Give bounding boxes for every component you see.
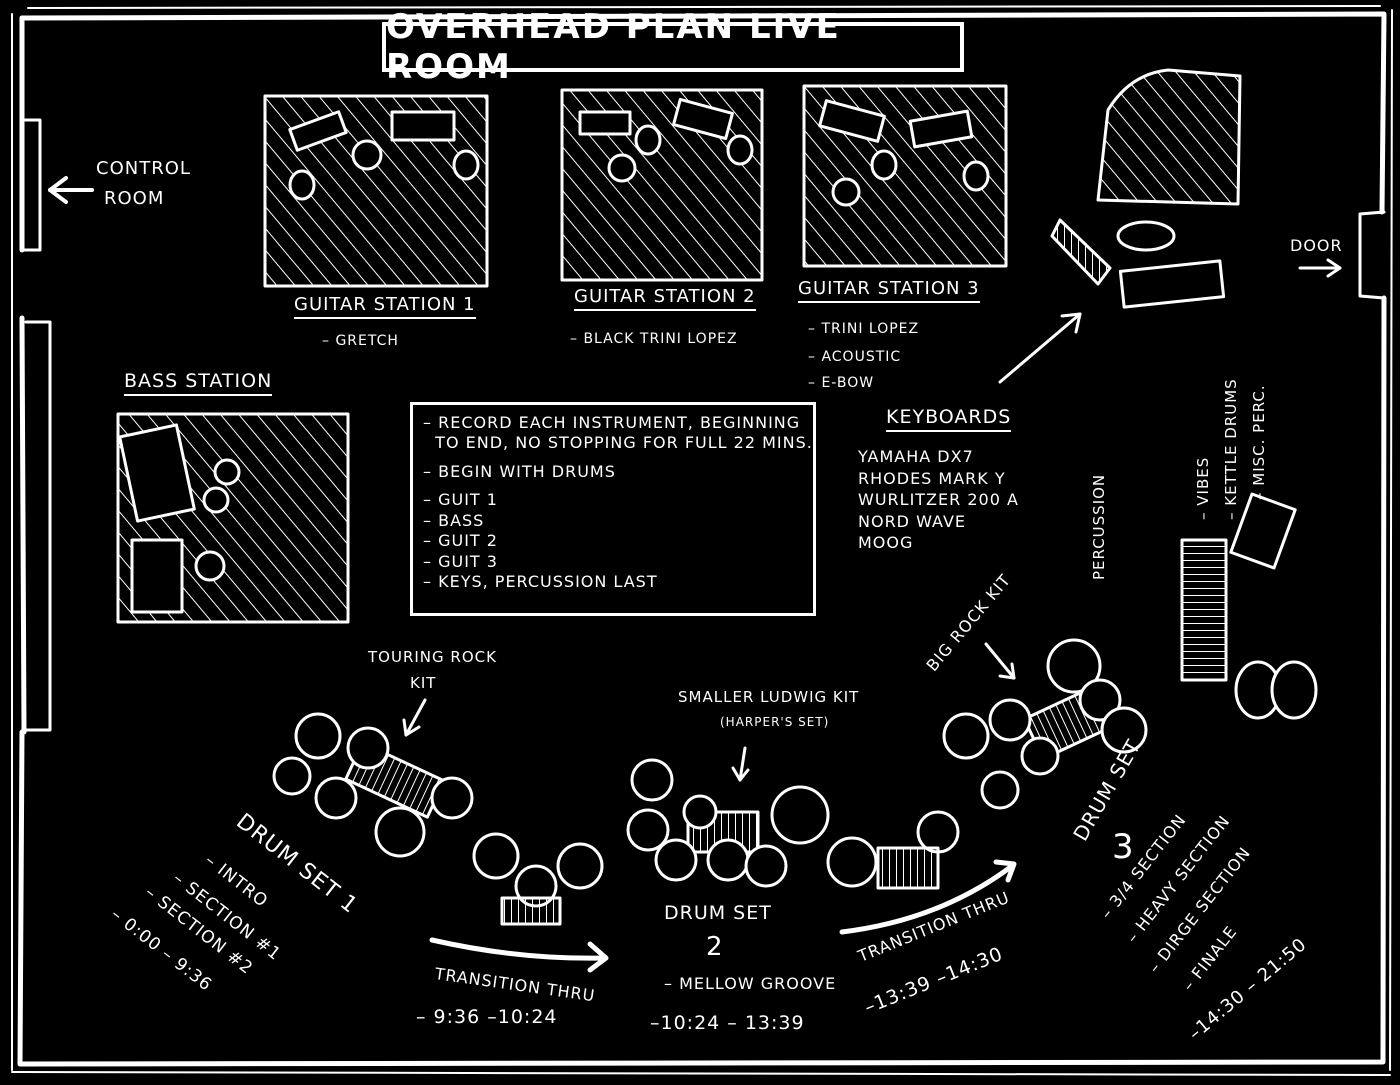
note-line: – RECORD EACH INSTRUMENT, BEGINNING — [423, 413, 801, 432]
keyboard-item: RHODES MARK Y — [858, 468, 1006, 488]
right-door — [1360, 212, 1384, 298]
keyboard-item: NORD WAVE — [858, 511, 967, 531]
keyboard-item: MOOG — [858, 533, 914, 553]
guitar-station-3-room — [804, 86, 1006, 266]
guitar-station-3-title: GUITAR STATION 3 — [798, 280, 980, 303]
note-line: – GUIT 1 — [423, 490, 498, 510]
touring-rock-kit-drawing — [274, 714, 472, 856]
touring-kit-label-1: TOURING ROCK — [368, 648, 497, 666]
arrow-left-icon — [50, 178, 92, 202]
side-door — [26, 322, 50, 730]
percussion-item-vibes: – VIBES — [1194, 456, 1212, 520]
drum-set-2-number: 2 — [706, 932, 724, 962]
percussion-drawing — [1182, 494, 1316, 718]
ludwig-kit-drawing — [628, 760, 828, 886]
drum-set-3-number: 3 — [1112, 827, 1135, 867]
small-kit-2-drawing — [828, 812, 958, 888]
page-title: OVERHEAD PLAN LIVE ROOM — [386, 7, 841, 87]
note-line: – GUIT 2 — [423, 531, 498, 551]
note-line: – BASS — [423, 510, 485, 530]
transition-arrow-2-icon — [842, 862, 1014, 932]
ludwig-kit-label-1: SMALLER LUDWIG KIT — [678, 688, 860, 706]
small-kit-1-drawing — [474, 834, 602, 924]
big-rock-kit-drawing — [944, 640, 1146, 808]
piano-keyboards-drawing — [1052, 70, 1240, 307]
control-room-window — [22, 120, 40, 250]
guitar-station-2-room — [562, 90, 762, 280]
percussion-title: PERCUSSION — [1090, 473, 1108, 580]
keyboard-item: YAMAHA DX7 — [858, 447, 974, 466]
percussion-item-kettle: – KETTLE DRUMS — [1222, 378, 1240, 520]
door-label: DOOR — [1290, 236, 1343, 255]
control-room-label-1: CONTROL — [96, 158, 191, 179]
guitar-station-2-item: – BLACK TRINI LOPEZ — [570, 331, 738, 347]
bass-station-title: BASS STATION — [124, 372, 273, 396]
arrow-to-keyboards-icon — [1000, 314, 1080, 382]
keyboard-item: WURLITZER 200 A — [858, 490, 1019, 510]
guitar-station-1-room — [265, 96, 487, 286]
bass-station-room — [118, 414, 348, 622]
percussion-item-misc: – MISC. PERC. — [1250, 384, 1268, 500]
guitar-station-3-item-1: – TRINI LOPEZ — [808, 321, 920, 337]
touring-kit-label-2: KIT — [410, 674, 437, 692]
page-title-box: OVERHEAD PLAN LIVE ROOM — [382, 7, 964, 87]
ludwig-kit-label-2: (HARPER'S SET) — [720, 715, 830, 729]
drum-set-2-item-groove: – MELLOW GROOVE — [664, 974, 837, 993]
note-line: – BEGIN WITH DRUMS — [423, 461, 616, 481]
keyboards-title: KEYBOARDS — [886, 408, 1012, 432]
guitar-station-3-item-2: – ACOUSTIC — [808, 349, 902, 365]
transition-arrow-1-icon — [432, 940, 606, 970]
guitar-station-1-item: – GRETCH — [322, 333, 399, 349]
guitar-station-2-title: GUITAR STATION 2 — [574, 288, 756, 311]
room-outline — [12, 6, 1392, 1075]
guitar-station-1-title: GUITAR STATION 1 — [294, 296, 476, 319]
recording-notes-box: – RECORD EACH INSTRUMENT, BEGINNING TO E… — [410, 402, 816, 616]
drum-set-2-title: DRUM SET — [664, 902, 772, 924]
arrow-right-icon — [1300, 260, 1340, 276]
note-line: TO END, NO STOPPING FOR FULL 22 MINS. — [423, 433, 813, 453]
note-line: – KEYS, PERCUSSION LAST — [423, 572, 658, 592]
note-line: – GUIT 3 — [423, 551, 498, 571]
guitar-station-3-item-3: – E-BOW — [808, 375, 875, 391]
transition-1-time: – 9:36 –10:24 — [416, 1006, 558, 1028]
keyboards-list: YAMAHA DX7 RHODES MARK Y WURLITZER 200 A… — [858, 446, 1019, 554]
control-room-label-2: ROOM — [104, 188, 165, 209]
kit-pointer-arrows — [404, 644, 1014, 780]
drum-set-2-item-time: –10:24 – 13:39 — [650, 1012, 805, 1034]
